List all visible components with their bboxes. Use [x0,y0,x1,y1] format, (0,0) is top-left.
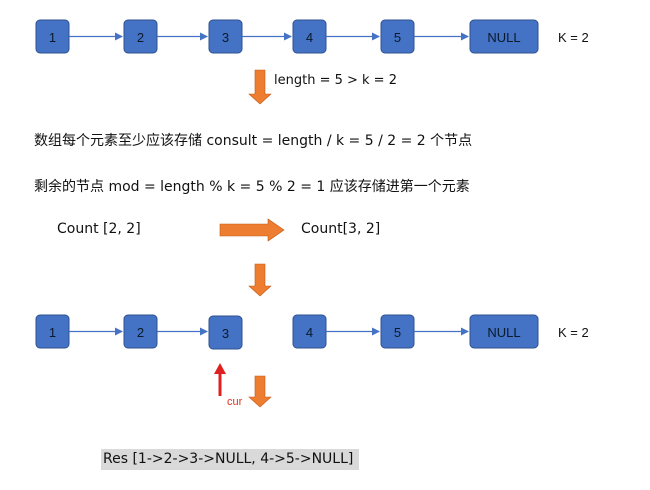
list-node-2-label: 2 [137,325,144,340]
right-arrow-icon [219,218,285,242]
step-condition-label: length = 5 > k = 2 [274,73,397,88]
list-node-null-label: NULL [487,30,520,45]
list-node-null [469,314,539,349]
list-node-3-label: 3 [222,326,229,341]
down-arrow-icon [248,69,272,105]
list-node-1-label: 1 [49,30,56,45]
list-node-5-label: 5 [394,325,401,340]
list-node-null-label: NULL [487,325,520,340]
count-after-label: Count[3, 2] [301,221,381,237]
list-node-3-label: 3 [222,30,229,45]
list-node-3 [208,315,243,350]
consult-explanation: 数组每个元素至少应该存储 consult = length / k = 5 / … [34,133,473,149]
mod-explanation: 剩余的节点 mod = length % k = 5 % 2 = 1 应该存储进… [34,179,470,195]
k-value-label: K = 2 [558,325,589,340]
list-row-split: 1 2 3 4 5 NULL K = 2 [35,314,589,350]
result-output: Res [1->2->3->NULL, 4->5->NULL] [101,449,360,470]
list-node-4-label: 4 [306,30,313,45]
list-node-5-label: 5 [394,30,401,45]
count-before-label: Count [2, 2] [57,221,141,237]
cur-pointer-label: cur [227,396,243,408]
list-node-2-label: 2 [137,30,144,45]
cur-arrow-head-icon [214,363,226,374]
down-arrow-icon [248,375,272,408]
k-value-label: K = 2 [558,30,589,45]
list-node-1-label: 1 [49,325,56,340]
cur-pointer [214,363,226,396]
down-arrow-icon [248,263,272,297]
list-node-4-label: 4 [306,325,313,340]
list-node-null [469,19,539,54]
list-row-original: 1 2 3 4 5 NULL K = 2 [35,19,589,54]
